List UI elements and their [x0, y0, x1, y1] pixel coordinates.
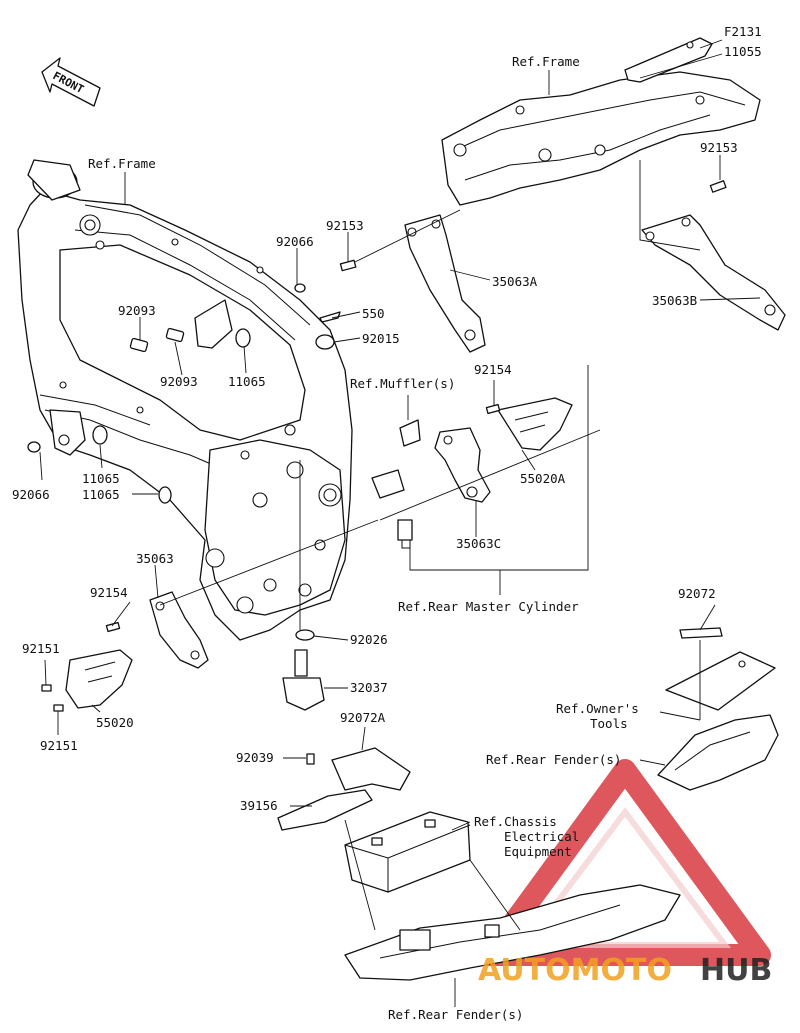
- fig-code: F2131: [724, 24, 762, 39]
- part-92072A: [331, 747, 411, 791]
- label-92154-top: 92154: [474, 362, 512, 377]
- bolt-92151-b: [53, 704, 64, 712]
- label-92066-left: 92066: [12, 487, 50, 502]
- label-92039: 92039: [236, 750, 274, 765]
- label-550: 550: [362, 306, 385, 321]
- bolt-92154-top: [485, 403, 501, 415]
- label-92151-b: 92151: [40, 738, 78, 753]
- part-35063A: [404, 214, 486, 353]
- part-39156: [277, 789, 373, 831]
- label-ref-muffler: Ref.Muffler(s): [350, 376, 455, 391]
- label-92153-right: 92153: [700, 140, 738, 155]
- label-92015: 92015: [362, 331, 400, 346]
- label-92093-b: 92093: [160, 374, 198, 389]
- part-32037: [282, 649, 325, 711]
- watermark-part2: HUB: [700, 953, 772, 988]
- label-92072A: 92072A: [340, 710, 386, 725]
- part-92039: [306, 753, 315, 765]
- part-35063C: [434, 427, 491, 503]
- rear-subframe: [441, 37, 761, 206]
- label-32037: 32037: [350, 680, 388, 695]
- label-55020A: 55020A: [520, 471, 566, 486]
- part-92072: [679, 627, 723, 639]
- label-92153-mid: 92153: [326, 218, 364, 233]
- master-cylinder-parts: [371, 469, 413, 549]
- small-parts-frame: [27, 283, 341, 504]
- leader-lines: [39, 39, 761, 1007]
- part-35063: [149, 591, 209, 669]
- label-ref-chassis-1: Ref.Chassis: [474, 814, 557, 829]
- label-ref-chassis-2: Electrical: [504, 829, 579, 844]
- label-11065-a: 11065: [228, 374, 266, 389]
- muffler-bracket: [399, 419, 421, 447]
- watermark-logo: [479, 759, 771, 966]
- label-35063A: 35063A: [492, 274, 538, 289]
- label-92151-a: 92151: [22, 641, 60, 656]
- label-ref-chassis-3: Equipment: [504, 844, 572, 859]
- watermark-part1: AUTOMOTO: [478, 953, 672, 988]
- label-ref-rear-master: Ref.Rear Master Cylinder: [398, 599, 579, 614]
- label-ref-frame-left: Ref.Frame: [88, 156, 156, 171]
- watermark-text: AUTOMOTO HUB: [478, 953, 772, 988]
- label-ref-owners-2: Tools: [590, 716, 628, 731]
- part-92026: [295, 629, 315, 641]
- label-55020: 55020: [96, 715, 134, 730]
- label-35063C: 35063C: [456, 536, 501, 551]
- label-92154-left: 92154: [90, 585, 128, 600]
- main-frame: [17, 159, 353, 641]
- label-92066-top: 92066: [276, 234, 314, 249]
- owners-tools: [665, 651, 776, 711]
- label-92026: 92026: [350, 632, 388, 647]
- label-11065-b: 11065: [82, 471, 120, 486]
- label-35063: 35063: [136, 551, 174, 566]
- part-35063B: [641, 214, 786, 331]
- label-39156: 39156: [240, 798, 278, 813]
- label-35063B: 35063B: [652, 293, 697, 308]
- bolt-92151-a: [41, 684, 52, 692]
- bolt-92154-left: [105, 621, 121, 633]
- label-92072: 92072: [678, 586, 716, 601]
- label-11055: 11055: [724, 44, 762, 59]
- rear-fender-right: [657, 714, 779, 791]
- bolt-92153-mid: [339, 259, 357, 272]
- label-ref-rear-fender-1: Ref.Rear Fender(s): [486, 752, 621, 767]
- label-ref-owners-1: Ref.Owner's: [556, 701, 639, 716]
- label-ref-frame-top: Ref.Frame: [512, 54, 580, 69]
- label-11065-c: 11065: [82, 487, 120, 502]
- battery: [344, 811, 471, 893]
- part-55020: [65, 649, 133, 709]
- label-92093-a: 92093: [118, 303, 156, 318]
- bolt-92153-right: [709, 180, 727, 193]
- front-arrow-icon: FRONT: [41, 57, 101, 107]
- part-55020A: [497, 397, 573, 451]
- part-labels: F2131 11055 Ref.Frame 92153 Ref.Frame 92…: [12, 24, 762, 1022]
- rear-fender-lower: [344, 884, 681, 981]
- label-ref-rear-fender-2: Ref.Rear Fender(s): [388, 1007, 523, 1022]
